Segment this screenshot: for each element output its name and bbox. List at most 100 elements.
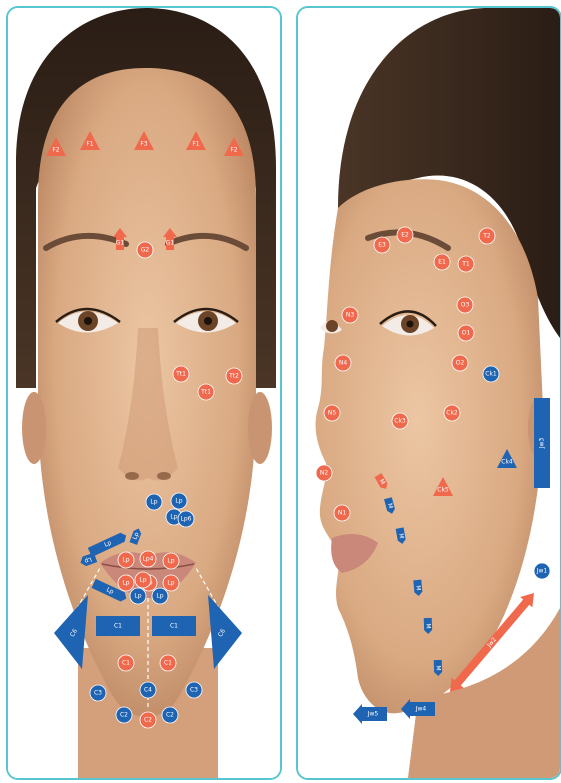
marker-c2-37[interactable]: C2 xyxy=(116,707,132,723)
marker-label: E2 xyxy=(401,232,409,239)
marker-lp-19[interactable]: Lp xyxy=(118,552,134,568)
marker-label: F1 xyxy=(86,141,93,148)
marker-label: N3 xyxy=(346,312,354,319)
marker-label: G1 xyxy=(166,240,175,247)
marker-label: Jw4 xyxy=(415,706,427,713)
marker-label: F2 xyxy=(52,147,59,154)
marker-label: Tt1 xyxy=(175,371,186,378)
marker-label: Lp xyxy=(139,577,146,584)
marker-tt2-9[interactable]: Tt2 xyxy=(226,368,242,384)
marker-label: Lp xyxy=(134,593,141,600)
marker-label: C1 xyxy=(122,660,130,667)
marker-label: N5 xyxy=(328,410,336,417)
marker-label: Lp xyxy=(122,557,129,564)
profile-face-panel: E3 E2 T2E1 T1O3O1O2 N3N4N5N2N1 Ck3 Ck2Ck5 Ck1Ck… xyxy=(296,6,561,780)
marker-label: F1 xyxy=(192,141,199,148)
marker-label: F3 xyxy=(140,141,147,148)
marker-n5-10[interactable]: N5 xyxy=(324,405,340,421)
marker-lp6-14[interactable]: Lp6 xyxy=(178,511,194,527)
marker-lp-22[interactable]: Lp xyxy=(118,575,134,591)
marker-label: G1 xyxy=(116,240,125,247)
marker-label: Ck5 xyxy=(437,487,449,494)
marker-lp-21[interactable]: Lp xyxy=(163,553,179,569)
marker-n1-12[interactable]: N1 xyxy=(334,505,350,521)
marker-ck3-13[interactable]: Ck3 xyxy=(392,413,408,429)
marker-label: C1 xyxy=(170,623,178,630)
marker-label: N2 xyxy=(320,470,328,477)
marker-lp-11[interactable]: Lp xyxy=(146,494,162,510)
marker-label: Ck4 xyxy=(501,459,513,466)
right-ear xyxy=(248,392,272,464)
marker-e1-3[interactable]: E1 xyxy=(434,254,450,270)
marker-ck2-14[interactable]: Ck2 xyxy=(444,405,460,421)
marker-label: E1 xyxy=(438,259,446,266)
marker-n2-11[interactable]: N2 xyxy=(316,465,332,481)
marker-jw3-18[interactable]: Jw3 xyxy=(534,398,550,488)
marker-tt1-10[interactable]: Tt1 xyxy=(198,384,214,400)
marker-tt1-8[interactable]: Tt1 xyxy=(173,366,189,382)
marker-label: O3 xyxy=(461,302,470,309)
marker-label: T1 xyxy=(461,261,470,268)
marker-o3-5[interactable]: O3 xyxy=(457,297,473,313)
marker-label: Lp xyxy=(156,593,163,600)
marker-label: Ck1 xyxy=(485,371,497,378)
marker-label: C2 xyxy=(166,712,174,719)
marker-label: M xyxy=(434,665,441,670)
profile-face-illustration: E3 E2 T2E1 T1O3O1O2 N3N4N5N2N1 Ck3 Ck2Ck5 Ck1Ck… xyxy=(298,8,560,778)
left-ear xyxy=(22,392,46,464)
marker-label: F2 xyxy=(230,147,237,154)
marker-c1-33[interactable]: C1 xyxy=(160,655,176,671)
frontal-face-panel: F2F1F3F1F2G1G2G1Tt1Tt2Tt1LpLpLpLp6LpLpLp… xyxy=(6,6,282,780)
marker-label: T2 xyxy=(482,233,491,240)
marker-n4-9[interactable]: N4 xyxy=(335,355,351,371)
marker-lp-27[interactable]: Lp xyxy=(152,588,168,604)
marker-lp-12[interactable]: Lp xyxy=(171,493,187,509)
marker-label: M xyxy=(414,585,421,591)
marker-e2-1[interactable]: E2 xyxy=(397,227,413,243)
marker-label: C2 xyxy=(144,717,152,724)
marker-c4-35[interactable]: C4 xyxy=(140,682,156,698)
marker-label: Jw5 xyxy=(367,711,379,718)
marker-c1-30[interactable]: C1 xyxy=(96,616,140,636)
marker-label: Lp xyxy=(150,499,157,506)
marker-label: N4 xyxy=(339,360,347,367)
marker-label: Lp xyxy=(170,514,177,521)
marker-c1-32[interactable]: C1 xyxy=(118,655,134,671)
marker-label: G2 xyxy=(141,247,150,254)
marker-label: Tt1 xyxy=(200,389,211,396)
marker-label: C4 xyxy=(144,687,152,694)
marker-ck1-16[interactable]: Ck1 xyxy=(483,366,499,382)
marker-label: M xyxy=(424,623,431,628)
marker-n3-8[interactable]: N3 xyxy=(342,307,358,323)
marker-e3-0[interactable]: E3 xyxy=(374,237,390,253)
marker-label: Lp4 xyxy=(143,556,154,563)
frontal-face-illustration: F2F1F3F1F2G1G2G1Tt1Tt2Tt1LpLpLpLp6LpLpLp… xyxy=(8,8,280,778)
marker-label: N1 xyxy=(338,510,346,517)
marker-label: O1 xyxy=(462,330,471,337)
marker-c2-38[interactable]: C2 xyxy=(140,712,156,728)
marker-t1-4[interactable]: T1 xyxy=(458,256,474,272)
marker-o2-7[interactable]: O2 xyxy=(452,355,468,371)
marker-c3-36[interactable]: C3 xyxy=(186,682,202,698)
marker-t2-2[interactable]: T2 xyxy=(479,228,495,244)
marker-c2-39[interactable]: C2 xyxy=(162,707,178,723)
marker-label: C2 xyxy=(120,712,128,719)
marker-jw1-19[interactable]: Jw1 xyxy=(534,563,550,579)
marker-lp4-20[interactable]: Lp4 xyxy=(140,551,156,567)
marker-lp-25[interactable]: Lp xyxy=(135,572,151,588)
marker-label: C1 xyxy=(114,623,122,630)
marker-lp-26[interactable]: Lp xyxy=(130,588,146,604)
marker-label: Tt2 xyxy=(228,373,239,380)
marker-label: C3 xyxy=(94,690,102,697)
marker-label: Jw1 xyxy=(536,568,548,575)
marker-label: E3 xyxy=(378,242,386,249)
marker-g2-6[interactable]: G2 xyxy=(137,242,153,258)
marker-c3-34[interactable]: C3 xyxy=(90,685,106,701)
marker-label: Lp xyxy=(122,580,129,587)
marker-label: C1 xyxy=(164,660,172,667)
marker-label: Lp xyxy=(167,558,174,565)
marker-o1-6[interactable]: O1 xyxy=(458,325,474,341)
marker-lp-24[interactable]: Lp xyxy=(163,575,179,591)
marker-label: C3 xyxy=(190,687,198,694)
marker-c1-31[interactable]: C1 xyxy=(152,616,196,636)
